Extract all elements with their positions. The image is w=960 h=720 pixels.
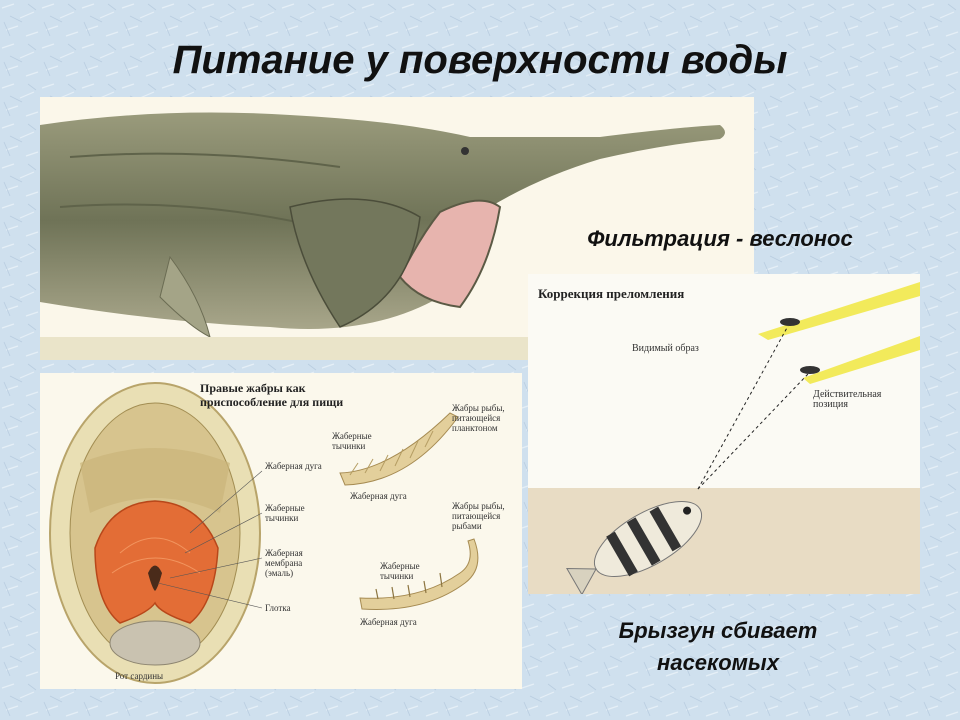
archerfish-illustration: Коррекция преломления Видимый образ Дейс… bbox=[528, 274, 920, 594]
label-gill-membrane: Жаберная мембрана (эмаль) bbox=[265, 548, 303, 578]
label-plankton-gills: Жабры рыбы, питающейся планктоном bbox=[452, 403, 505, 433]
insect-actual-icon bbox=[800, 366, 820, 374]
archerfish-caption-line1: Брызгун сбивает bbox=[618, 618, 818, 643]
label-visible-image: Видимый образ bbox=[632, 343, 699, 354]
slide-title: Питание у поверхности воды bbox=[172, 38, 788, 82]
paddlefish-caption: Фильтрация - веслонос bbox=[587, 226, 853, 251]
label-gill-arch: Жаберная дуга bbox=[265, 461, 322, 471]
label-actual-position: Действительная позиция bbox=[813, 389, 882, 410]
label-gill-rakers: Жаберные тычинки bbox=[265, 503, 305, 523]
label-mouth: Рот сардины bbox=[115, 671, 164, 681]
paddlefish-drawing bbox=[40, 112, 754, 360]
insect-visible-icon bbox=[780, 318, 800, 326]
label-rakers-top: Жаберные тычинки bbox=[332, 431, 372, 451]
label-rakers-bottom: Жаберные тычинки bbox=[380, 561, 420, 581]
gills-heading-line2: приспособление для пищи bbox=[200, 395, 344, 409]
refraction-heading: Коррекция преломления bbox=[538, 286, 685, 301]
archerfish-drawing bbox=[528, 282, 920, 594]
gills-drawing bbox=[49, 382, 479, 684]
label-pharynx: Глотка bbox=[265, 603, 291, 613]
archerfish-caption-line2: насекомых bbox=[657, 650, 779, 675]
label-arch-top: Жаберная дуга bbox=[350, 491, 407, 501]
paddlefish-illustration bbox=[40, 97, 754, 360]
label-arch-bottom: Жаберная дуга bbox=[360, 617, 417, 627]
label-fish-gills: Жабры рыбы, питающейся рыбами bbox=[452, 501, 505, 531]
gills-heading-line1: Правые жабры как bbox=[200, 381, 306, 395]
gills-illustration: Правые жабры как приспособление для пищи… bbox=[40, 373, 522, 689]
